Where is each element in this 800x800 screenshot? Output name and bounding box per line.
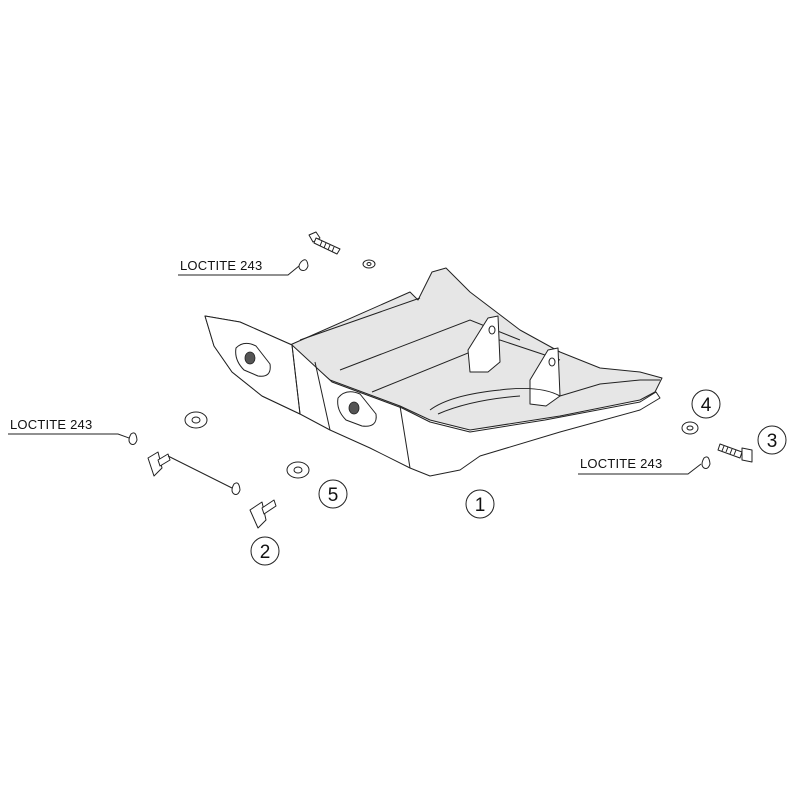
part-number-3-text: 3 <box>767 431 778 452</box>
loctite-label-left: LOCTITE 243 <box>10 417 92 432</box>
part-number-2: 2 <box>250 536 280 566</box>
top-loctite-drop <box>298 259 309 271</box>
part-number-4-text: 4 <box>701 395 712 416</box>
part-number-1: 1 <box>465 489 495 519</box>
right-washer <box>681 421 699 435</box>
loctite-label-right: LOCTITE 243 <box>580 456 662 471</box>
part-number-2-text: 2 <box>260 542 271 563</box>
part-number-5-text: 5 <box>328 485 339 506</box>
callout-loctite-top: LOCTITE 243 <box>178 258 300 276</box>
part-number-1-text: 1 <box>475 495 486 516</box>
left-washers <box>184 411 310 479</box>
right-loctite-drop <box>701 456 711 469</box>
left-assembly-line <box>167 455 233 489</box>
part-number-4: 4 <box>691 389 721 419</box>
top-screw <box>308 231 341 255</box>
left-bolt-upper <box>147 451 171 477</box>
left-bolt-lower <box>249 499 277 529</box>
right-bolt <box>717 443 753 463</box>
skid-plate <box>204 267 663 477</box>
callout-loctite-right: LOCTITE 243 <box>578 456 702 475</box>
left-loctite-drops <box>128 432 241 495</box>
loctite-label-top: LOCTITE 243 <box>180 258 262 273</box>
callout-loctite-left: LOCTITE 243 <box>8 417 130 439</box>
top-washer <box>362 259 376 269</box>
part-number-3: 3 <box>757 425 787 455</box>
part-number-5: 5 <box>318 479 348 509</box>
